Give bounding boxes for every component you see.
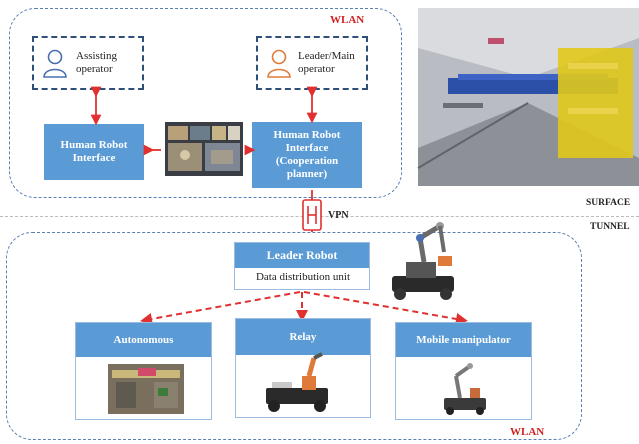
leader-operator-box [256,36,368,90]
relay-robot-image [266,352,328,412]
tunnel-label: TUNNEL [590,222,630,232]
surface-label: SURFACE [586,198,631,208]
autonomous-title: Autonomous [76,323,211,357]
mobile-manipulator-title: Mobile manipulator [396,323,531,357]
hri-left-box: Human Robot Interface [44,124,144,180]
bottom-wlan-label: WLAN [510,426,545,438]
hri-right-box: Human Robot Interface (Cooperation plann… [252,122,362,188]
tunnel-photo [417,8,639,186]
vpn-plug-icon [302,199,322,231]
leader-operator-label: Leader/Main operator [298,50,355,75]
interface-screenshot [165,122,243,176]
leader-robot-image [392,222,454,300]
leader-robot-card: Leader Robot Data distribution unit [234,242,370,290]
leader-robot-title: Leader Robot [235,243,369,268]
data-distribution-label: Data distribution unit [255,271,351,283]
person-outline-orange-icon [267,49,291,78]
assisting-operator-box [32,36,144,90]
vpn-label: VPN [328,210,349,221]
person-outline-icon [43,49,67,78]
surface-wlan-zone [9,8,402,198]
top-wlan-label: WLAN [330,14,365,26]
relay-card: Relay [235,318,371,418]
autonomous-image [108,364,184,414]
tunnel-wlan-zone [6,232,582,440]
mobile-manipulator-image [444,363,486,415]
relay-title: Relay [236,319,370,355]
assisting-operator-label: Assisting operator [76,50,117,75]
